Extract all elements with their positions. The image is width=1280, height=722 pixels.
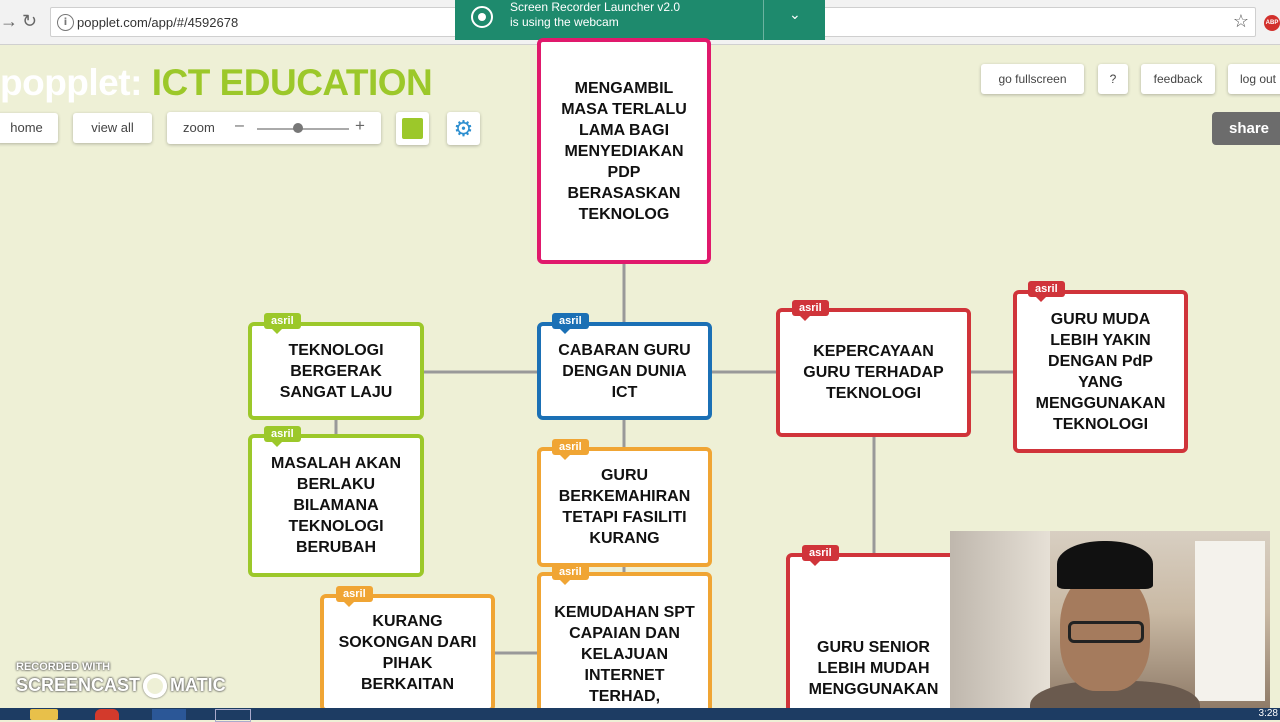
popple-text: KEMUDAHAN SPT CAPAIAN DAN KELAJUAN INTER… [554,604,695,705]
popple-card[interactable]: KURANG SOKONGAN DARI PIHAK BERKAITAN [320,594,495,712]
popple-card[interactable]: MENGAMBIL MASA TERLALU LAMA BAGI MENYEDI… [537,38,711,264]
popplet-logo[interactable]: popplet [0,62,131,103]
color-picker-button[interactable] [396,112,429,145]
chevron-down-icon[interactable]: ⌄ [789,6,801,22]
webcam-person [1057,541,1153,589]
taskbar-folder-icon[interactable] [30,709,58,720]
popple-text: GURU MUDA LEBIH YAKIN DENGAN PdP YANG ME… [1035,310,1166,433]
popple-author-tag: asril [264,313,301,334]
popple-card-central[interactable]: CABARAN GURU DENGAN DUNIA ICT [537,322,712,420]
popple-card[interactable]: KEMUDAHAN SPT CAPAIAN DAN KELAJUAN INTER… [537,572,712,717]
popple-text: KEPERCAYAAN GURU TERHADAP TEKNOLOGI [803,343,944,402]
popple-card[interactable]: KEPERCAYAAN GURU TERHADAP TEKNOLOGI [776,308,971,437]
share-button[interactable]: share [1212,112,1280,145]
popple-text: GURU BERKEMAHIRAN TETAPI FASILITI KURANG [558,467,691,547]
popple-text: CABARAN GURU DENGAN DUNIA ICT [558,341,691,401]
popple-card[interactable]: MASALAH AKAN BERLAKU BILAMANA TEKNOLOGI … [248,434,424,577]
color-swatch [402,118,423,139]
webcam-person [1060,571,1150,691]
taskbar-word-icon[interactable] [152,709,186,720]
popple-author-tag: asril [552,564,589,585]
watermark-brand-b: MATIC [170,674,226,695]
logo-separator: : [130,62,142,103]
popple-author-tag: asril [802,545,839,566]
zoom-in-icon[interactable]: + [355,116,365,135]
popple-author-tag: asril [792,300,829,321]
taskbar-app-icon[interactable] [215,709,251,722]
popple-author-tag: asril [264,426,301,447]
popple-author-tag: asril [552,439,589,460]
info-icon[interactable]: i [57,14,74,31]
screencast-logo-icon [143,674,168,698]
watermark-line1: RECORDED WITH [16,661,111,673]
popple-card[interactable]: GURU BERKEMAHIRAN TETAPI FASILITI KURANG [537,447,712,567]
popple-text: TEKNOLOGI BERGERAK SANGAT LAJU [279,341,393,401]
gear-icon[interactable]: ⚙ [447,112,480,145]
popple-card[interactable]: TEKNOLOGI BERGERAK SANGAT LAJU [248,322,424,420]
bookmark-star-icon[interactable]: ☆ [1232,11,1249,31]
home-button[interactable]: home [0,113,58,143]
zoom-out-icon[interactable]: – [235,117,244,134]
notification-message: is using the webcam [510,15,619,29]
popple-author-tag: asril [1028,281,1065,302]
popple-text: MASALAH AKAN BERLAKU BILAMANA TEKNOLOGI … [270,455,402,556]
zoom-slider-handle[interactable] [293,123,304,133]
os-taskbar: 3:28 [0,708,1280,722]
board-title: popplet: ICT EDUCATION [0,62,433,104]
view-all-button[interactable]: view all [73,113,152,143]
screencast-watermark: RECORDED WITH SCREENCAST MATIC [16,661,226,698]
help-button[interactable]: ? [1098,64,1128,94]
popple-text: KURANG SOKONGAN DARI PIHAK BERKAITAN [338,613,477,693]
taskbar-clock: 3:28 [1258,708,1278,719]
webcam-background [1195,541,1265,701]
popple-card[interactable]: GURU SENIOR LEBIH MUDAH MENGGUNAKAN [786,553,961,718]
adblock-icon[interactable]: ABP [1264,15,1280,31]
notification-divider [763,0,764,40]
logout-button[interactable]: log out [1228,64,1280,94]
webcam-notification: Screen Recorder Launcher v2.0 is using t… [455,0,825,40]
forward-icon[interactable]: → [0,11,18,31]
webcam-icon [471,6,493,28]
webcam-background [950,531,1050,711]
zoom-slider[interactable] [257,128,349,130]
board-name: ICT EDUCATION [151,62,433,103]
popple-author-tag: asril [336,586,373,607]
popple-author-tag: asril [552,313,589,334]
taskbar-chrome-icon[interactable] [95,709,119,720]
popple-text: GURU SENIOR LEBIH MUDAH MENGGUNAKAN [808,639,939,698]
popple-card[interactable]: GURU MUDA LEBIH YAKIN DENGAN PdP YANG ME… [1013,290,1188,453]
webcam-person [1068,621,1144,643]
webcam-overlay [950,531,1270,711]
zoom-control: zoom – + [167,112,381,144]
notification-title: Screen Recorder Launcher v2.0 [510,0,681,14]
reload-icon[interactable]: ↻ [22,11,38,31]
fullscreen-button[interactable]: go fullscreen [981,64,1084,94]
url-text[interactable]: popplet.com/app/#/4592678 [77,15,239,30]
zoom-label: zoom [183,120,215,135]
watermark-brand-a: SCREENCAST [16,674,141,695]
feedback-button[interactable]: feedback [1141,64,1215,94]
popple-text: MENGAMBIL MASA TERLALU LAMA BAGI MENYEDI… [561,79,687,223]
